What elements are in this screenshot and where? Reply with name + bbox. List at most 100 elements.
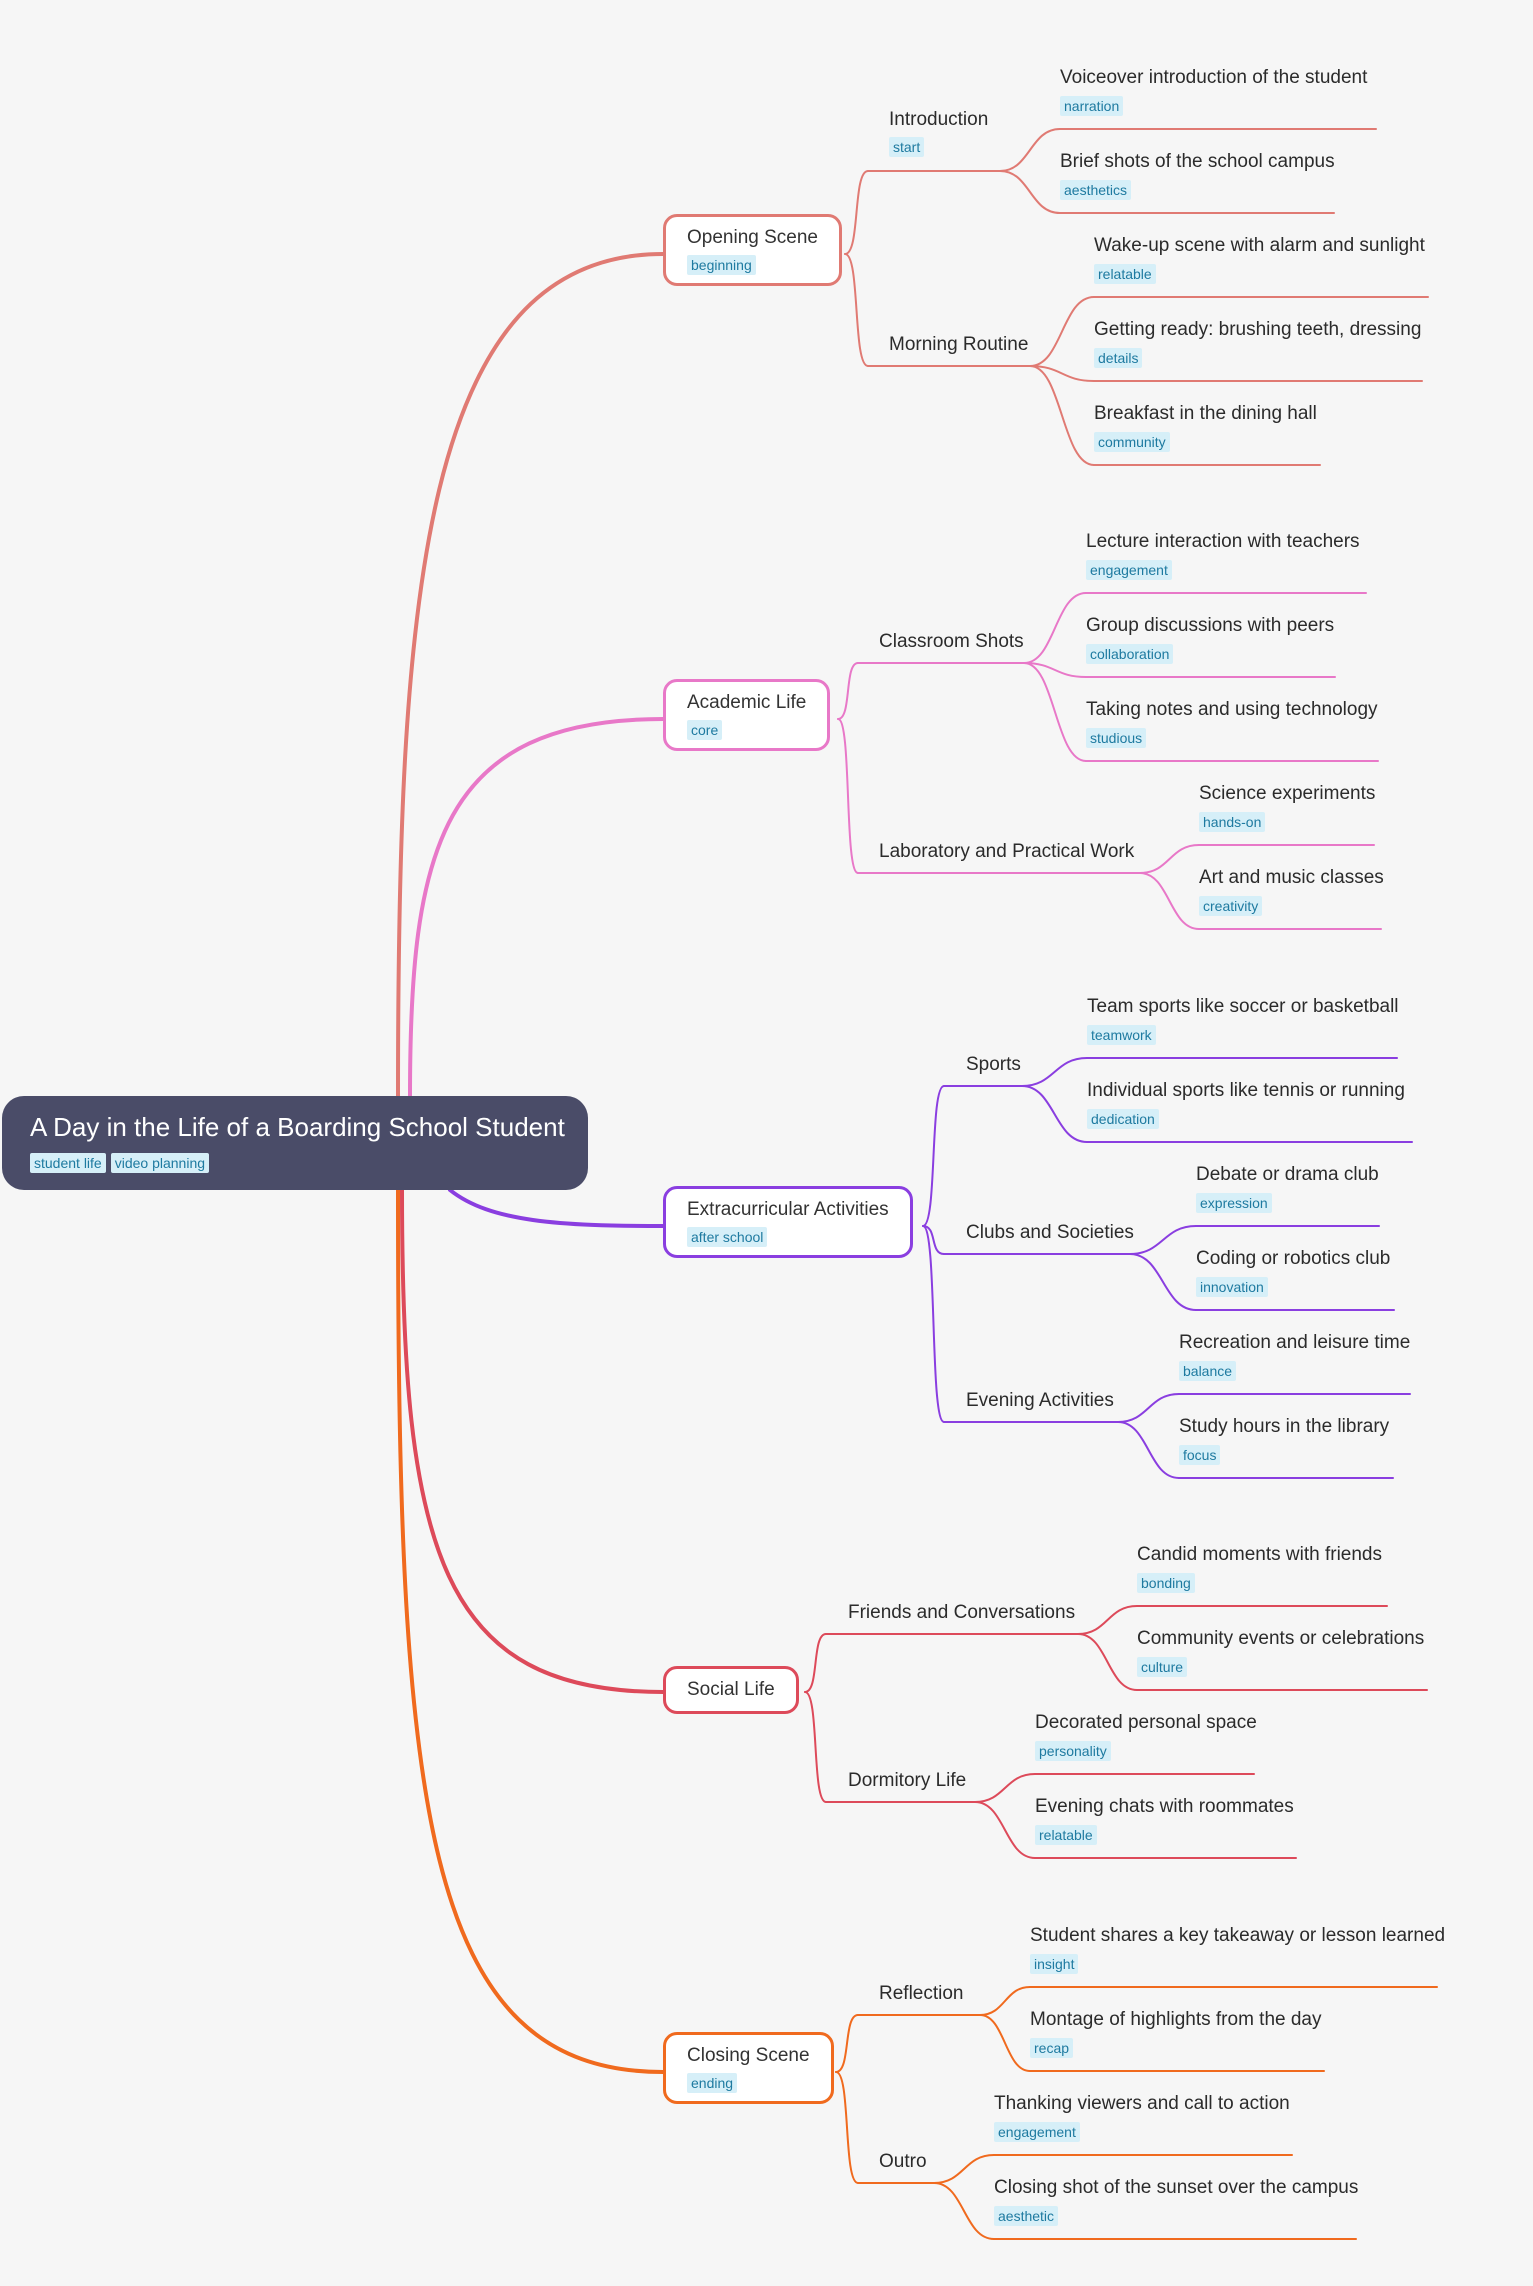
branch-connector xyxy=(922,1225,945,1255)
root-connector xyxy=(396,1188,665,2074)
sub-introduction[interactable]: Introduction start xyxy=(889,107,988,157)
branch-connector xyxy=(837,718,859,874)
sub-friends-conversations[interactable]: Friends and Conversations xyxy=(848,1602,1076,1623)
sub-evening-activities[interactable]: Evening Activities xyxy=(966,1390,1114,1411)
leaf-recreation-leisure[interactable]: Recreation and leisure time balance xyxy=(1179,1330,1410,1381)
leaf-science-experiments[interactable]: Science experiments hands-on xyxy=(1199,781,1375,832)
leaf-connector xyxy=(1139,872,1200,930)
leaf-title: Coding or robotics club xyxy=(1196,1248,1391,1269)
leaf-evening-chats[interactable]: Evening chats with roommates relatable xyxy=(1035,1794,1294,1845)
leaf-connector xyxy=(1023,662,1087,678)
leaf-tag: relatable xyxy=(1094,264,1156,284)
sub-reflection[interactable]: Reflection xyxy=(879,1983,964,2004)
sub-dormitory-life[interactable]: Dormitory Life xyxy=(848,1770,967,1791)
leaf-debate-drama[interactable]: Debate or drama club expression xyxy=(1196,1162,1379,1213)
branch-tag: after school xyxy=(687,1227,768,1247)
leaf-title: Recreation and leisure time xyxy=(1179,1332,1411,1353)
leaf-candid-moments[interactable]: Candid moments with friends bonding xyxy=(1137,1542,1382,1593)
leaf-coding-robotics[interactable]: Coding or robotics club innovation xyxy=(1196,1246,1390,1297)
leaf-title: Student shares a key takeaway or lesson … xyxy=(1030,1925,1446,1946)
leaf-title: Team sports like soccer or basketball xyxy=(1087,996,1399,1017)
branch-opening-scene[interactable]: Opening Scene beginning xyxy=(663,214,842,286)
leaf-title: Brief shots of the school campus xyxy=(1060,151,1335,172)
branch-closing-scene[interactable]: Closing Scene ending xyxy=(663,2032,834,2104)
leaf-title: Lecture interaction with teachers xyxy=(1086,531,1360,552)
sub-sports[interactable]: Sports xyxy=(966,1054,1021,1075)
leaf-connector xyxy=(979,2014,1031,2072)
leaf-tag: culture xyxy=(1137,1657,1188,1677)
sub-outro[interactable]: Outro xyxy=(879,2151,927,2172)
leaf-tag: teamwork xyxy=(1087,1025,1156,1045)
leaf-key-takeaway[interactable]: Student shares a key takeaway or lesson … xyxy=(1030,1923,1445,1974)
leaf-community-events[interactable]: Community events or celebrations culture xyxy=(1137,1626,1424,1677)
sub-morning-routine[interactable]: Morning Routine xyxy=(889,334,1029,355)
leaf-montage-highlights[interactable]: Montage of highlights from the day recap xyxy=(1030,2007,1322,2058)
leaf-connector xyxy=(1117,1421,1180,1479)
leaf-title: Closing shot of the sunset over the camp… xyxy=(994,2177,1359,2198)
leaf-tag: hands-on xyxy=(1199,812,1266,832)
leaf-title: Taking notes and using technology xyxy=(1086,699,1378,720)
sub-title: Introduction xyxy=(889,109,989,130)
root-connector xyxy=(400,1188,665,1694)
branch-tag: beginning xyxy=(687,255,756,275)
sub-tag: start xyxy=(889,137,925,157)
leaf-title: Evening chats with roommates xyxy=(1035,1796,1294,1817)
leaf-art-music[interactable]: Art and music classes creativity xyxy=(1199,865,1384,916)
leaf-connector xyxy=(933,2182,995,2240)
leaf-connector xyxy=(1077,1605,1138,1635)
branch-connector xyxy=(804,1691,827,1803)
leaf-connector xyxy=(933,2154,995,2184)
leaf-connector xyxy=(979,1986,1031,2016)
branch-title: Social Life xyxy=(687,1679,775,1700)
leaf-breakfast[interactable]: Breakfast in the dining hall community xyxy=(1094,401,1317,452)
leaf-connector xyxy=(1023,662,1087,762)
leaf-tag: aesthetic xyxy=(994,2206,1059,2226)
leaf-title: Montage of highlights from the day xyxy=(1030,2009,1322,2030)
leaf-thanking-viewers[interactable]: Thanking viewers and call to action enga… xyxy=(994,2091,1290,2142)
leaf-connector xyxy=(1023,592,1087,664)
sub-classroom-shots[interactable]: Classroom Shots xyxy=(879,631,1024,652)
leaf-title: Getting ready: brushing teeth, dressing xyxy=(1094,319,1422,340)
branch-connector xyxy=(835,2014,859,2073)
branch-academic-life[interactable]: Academic Life core xyxy=(663,679,831,751)
leaf-getting-ready[interactable]: Getting ready: brushing teeth, dressing … xyxy=(1094,317,1421,368)
leaf-connector xyxy=(1029,365,1095,466)
leaf-personal-space[interactable]: Decorated personal space personality xyxy=(1035,1710,1257,1761)
branch-connector xyxy=(837,662,859,720)
leaf-taking-notes[interactable]: Taking notes and using technology studio… xyxy=(1086,697,1378,748)
root-connector xyxy=(408,717,665,1098)
leaf-connector xyxy=(974,1801,1036,1859)
branch-tag: ending xyxy=(687,2073,738,2093)
leaf-tag: focus xyxy=(1179,1445,1221,1465)
leaf-connector xyxy=(1129,1225,1197,1255)
leaf-title: Art and music classes xyxy=(1199,867,1384,888)
root-node[interactable]: A Day in the Life of a Boarding School S… xyxy=(2,1096,588,1190)
leaf-team-sports[interactable]: Team sports like soccer or basketball te… xyxy=(1087,994,1399,1045)
leaf-sunset-shot[interactable]: Closing shot of the sunset over the camp… xyxy=(994,2175,1358,2226)
leaf-individual-sports[interactable]: Individual sports like tennis or running… xyxy=(1087,1078,1405,1129)
leaf-connector xyxy=(1029,365,1095,382)
branch-extracurricular[interactable]: Extracurricular Activities after school xyxy=(663,1186,913,1258)
leaf-tag: personality xyxy=(1035,1741,1111,1761)
sub-laboratory-practical[interactable]: Laboratory and Practical Work xyxy=(879,841,1135,862)
leaf-connector xyxy=(974,1773,1036,1803)
leaf-connector xyxy=(1077,1633,1138,1691)
leaf-tag: relatable xyxy=(1035,1825,1097,1845)
leaf-tag: insight xyxy=(1030,1954,1079,1974)
leaf-connector xyxy=(1021,1085,1088,1143)
leaf-campus-shots[interactable]: Brief shots of the school campus aesthet… xyxy=(1060,149,1335,200)
leaf-tag: bonding xyxy=(1137,1573,1195,1593)
leaf-title: Group discussions with peers xyxy=(1086,615,1335,636)
leaf-voiceover-introduction[interactable]: Voiceover introduction of the student na… xyxy=(1060,65,1367,116)
sub-clubs-societies[interactable]: Clubs and Societies xyxy=(966,1222,1134,1243)
leaf-study-hours[interactable]: Study hours in the library focus xyxy=(1179,1414,1389,1465)
branch-social-life[interactable]: Social Life xyxy=(663,1666,799,1714)
leaf-title: Breakfast in the dining hall xyxy=(1094,403,1317,424)
leaf-tag: engagement xyxy=(994,2122,1080,2142)
leaf-wake-up-scene[interactable]: Wake-up scene with alarm and sunlight re… xyxy=(1094,233,1425,284)
leaf-group-discussions[interactable]: Group discussions with peers collaborati… xyxy=(1086,613,1334,664)
leaf-lecture-interaction[interactable]: Lecture interaction with teachers engage… xyxy=(1086,529,1360,580)
branch-title: Opening Scene xyxy=(687,227,818,248)
leaf-tag: aesthetics xyxy=(1060,180,1132,200)
